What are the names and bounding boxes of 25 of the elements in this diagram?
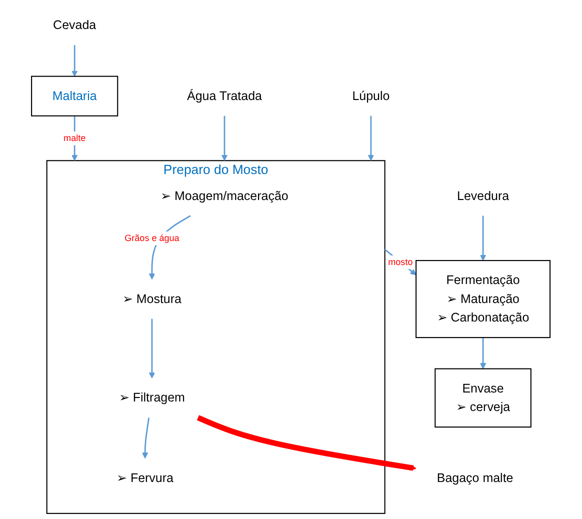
node-text: ➢ Mostura xyxy=(122,292,182,306)
arrow xyxy=(197,415,417,471)
node-text: Levedura xyxy=(457,188,510,203)
arrow xyxy=(384,248,417,276)
node-text: Água Tratada xyxy=(187,88,262,103)
node-text: ➢ Filtragem xyxy=(119,390,186,405)
edge-label: mosto xyxy=(388,256,413,268)
node-text: Cevada xyxy=(53,18,96,32)
edge-label: malte xyxy=(64,132,86,144)
node-text: ➢ Fervura xyxy=(116,470,174,485)
arrow xyxy=(222,116,228,161)
arrow xyxy=(149,318,156,378)
node-box: Maltaria xyxy=(31,76,118,116)
node-box: Envase ➢ cerveja xyxy=(434,368,532,428)
arrow xyxy=(368,116,374,161)
arrow xyxy=(72,45,78,77)
node-text: Bagaço malte xyxy=(437,470,514,485)
arrow xyxy=(480,216,486,261)
arrow xyxy=(72,116,78,161)
arrow xyxy=(480,338,486,370)
arrow xyxy=(142,418,150,459)
node-box: Fermentação ➢ Maturação ➢ Carbonatação xyxy=(416,260,551,338)
edge-label: Grãos e água xyxy=(124,232,180,244)
node-text: ➢ Moagem/maceração xyxy=(160,188,289,203)
node-text: Lúpulo xyxy=(352,88,390,103)
